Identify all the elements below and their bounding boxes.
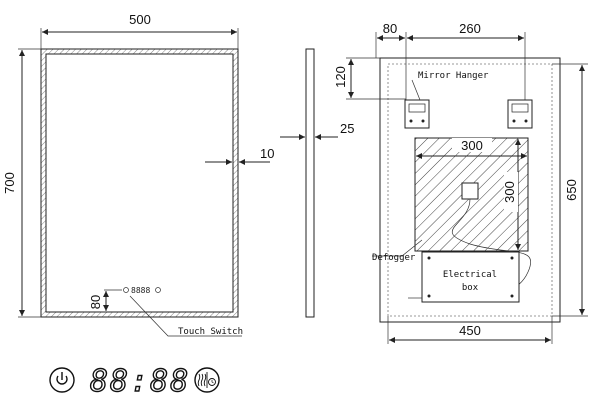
defog-icon-mini bbox=[155, 287, 161, 293]
bottom-width-label: 450 bbox=[459, 323, 481, 338]
back-frame-inner bbox=[387, 63, 553, 317]
side-height-label: 650 bbox=[564, 179, 579, 201]
defog-clock-icon bbox=[194, 367, 220, 393]
depth-label: 25 bbox=[340, 121, 354, 136]
power-icon-mini bbox=[123, 287, 129, 293]
mirror-hanger-left bbox=[404, 99, 430, 129]
power-icon bbox=[49, 367, 75, 393]
defogger-height-label: 300 bbox=[502, 181, 517, 203]
hanger-height-label: 120 bbox=[333, 66, 348, 88]
defogger-connector bbox=[461, 182, 479, 200]
back-view: 80 260 120 Mirror Hanger 300 bbox=[333, 21, 588, 344]
electrical-box bbox=[421, 251, 520, 303]
touch-switch-label: Touch Switch bbox=[178, 327, 243, 337]
hanger-offset-label: 80 bbox=[383, 21, 397, 36]
control-panel: 88:88 bbox=[49, 363, 220, 400]
mirror-glass bbox=[45, 53, 234, 313]
defogger-width-label: 300 bbox=[461, 138, 483, 153]
side-profile bbox=[305, 48, 315, 318]
defogger-label: Defogger bbox=[372, 253, 416, 263]
electrical-box-label-line1: Electrical bbox=[443, 270, 497, 280]
switch-offset-label: 80 bbox=[88, 295, 103, 309]
mirror-hanger-right bbox=[507, 99, 533, 129]
width-label: 500 bbox=[129, 12, 151, 27]
clock-mini: 8888 bbox=[131, 286, 150, 295]
side-view: 25 bbox=[280, 48, 354, 318]
clock-display: 88:88 bbox=[90, 364, 190, 399]
height-label: 700 bbox=[2, 172, 17, 194]
electrical-box-label-line2: box bbox=[462, 283, 479, 293]
frame-label: 10 bbox=[260, 146, 274, 161]
hanger-spacing-label: 260 bbox=[459, 21, 481, 36]
touch-switch-mini: 8888 bbox=[123, 286, 161, 295]
front-view: 500 700 10 8888 80 Touch Switch bbox=[2, 12, 274, 337]
mirror-hanger-label: Mirror Hanger bbox=[418, 71, 489, 81]
